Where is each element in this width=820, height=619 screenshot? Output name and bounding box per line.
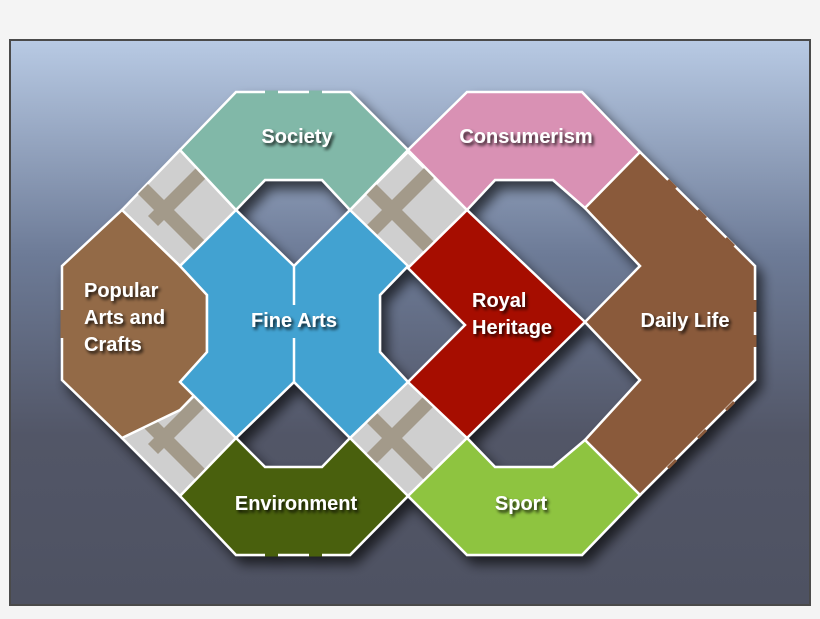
label-sport: Sport [495, 493, 548, 515]
zone-daily-life[interactable] [583, 150, 757, 497]
zone-sport[interactable] [406, 436, 642, 557]
board [60, 90, 757, 557]
label-consumerism: Consumerism [459, 126, 592, 148]
label-environment: Environment [235, 493, 358, 515]
label-fine-arts: Fine Arts [251, 310, 337, 332]
label-popular-arts: Popular Arts and Crafts [84, 280, 171, 356]
label-society: Society [261, 126, 333, 148]
label-royal-heritage: Royal Heritage [472, 290, 552, 339]
zone-labels: Society Consumerism Popular Arts and Cra… [84, 126, 729, 515]
zone-society[interactable] [178, 90, 410, 212]
zone-consumerism[interactable] [406, 90, 642, 212]
label-daily-life: Daily Life [641, 310, 730, 332]
crossing-bands [138, 168, 434, 480]
